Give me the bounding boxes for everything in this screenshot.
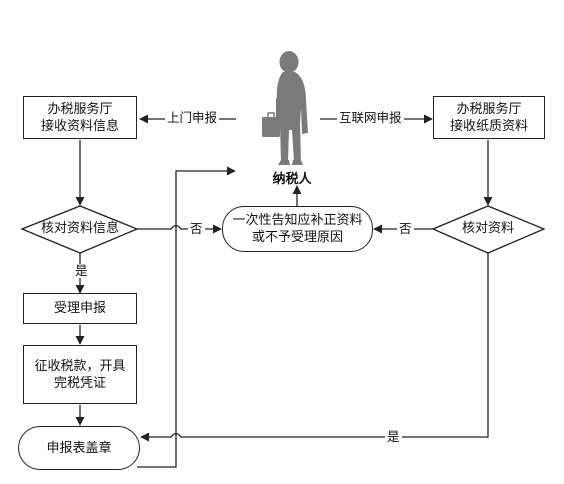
stamp-box: 申报表盖章 [18, 426, 140, 470]
collect-line2: 完税凭证 [53, 375, 106, 391]
arrow-check-docs-yes [140, 253, 489, 442]
notify-box: 一次性告知应补正资料 或不予受理原因 [222, 206, 373, 252]
check-info-label: 核对资料信息 [40, 221, 119, 236]
edge-label-yes-bottom: 是 [385, 429, 402, 444]
accept-label: 受理申报 [53, 301, 106, 316]
notify-line1: 一次性告知应补正资料 [232, 213, 363, 228]
office-right-box: 办税服务厅 接收纸质资料 [433, 96, 545, 139]
collect-line1: 征收税款，开具 [34, 358, 126, 374]
notify-line2: 或不予受理原因 [251, 230, 343, 245]
office-left-box: 办税服务厅 接收资料信息 [23, 96, 137, 139]
stamp-label: 申报表盖章 [46, 440, 112, 456]
taxpayer-label: 纳税人 [272, 172, 312, 187]
accept-box: 受理申报 [23, 293, 137, 324]
check-info-diamond [20, 205, 139, 254]
check-docs-label: 核对资料 [461, 221, 514, 236]
arrow-check-info-no [137, 224, 222, 234]
arrow-stamp-to-taxpayer [137, 166, 236, 468]
collect-box: 征收税款，开具 完税凭证 [23, 345, 137, 404]
office-right-line2: 接收纸质资料 [449, 118, 528, 134]
office-left-line2: 接收资料信息 [40, 118, 119, 134]
office-left-line1: 办税服务厅 [47, 101, 113, 117]
edge-label-internet: 互联网申报 [337, 110, 404, 125]
check-docs-diamond [431, 205, 546, 254]
edge-label-yes-down: 是 [73, 263, 90, 278]
edge-label-no-left: 否 [188, 221, 205, 236]
taxpayer-person-icon [262, 51, 308, 165]
edge-label-no-right: 否 [397, 221, 414, 236]
edge-label-onsite: 上门申报 [165, 110, 220, 125]
office-right-line1: 办税服务厅 [456, 101, 522, 117]
